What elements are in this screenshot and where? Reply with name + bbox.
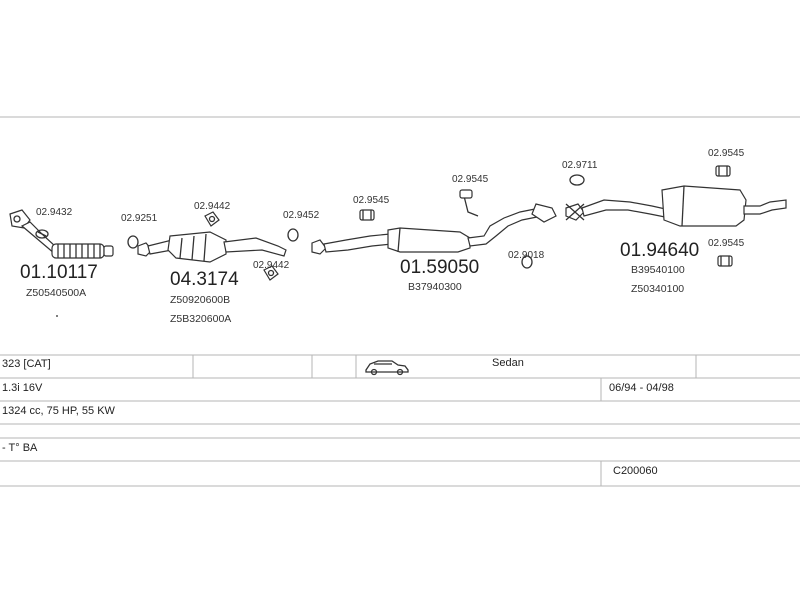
stray-dot [56,315,58,317]
front-pipe[interactable] [9,209,114,259]
mount-3-number: 02.9545 [708,148,745,159]
catalyst-number: 04.3174 [170,269,239,290]
catalyst-oe-1: Z50920600B [170,294,230,306]
vehicle-model: 323 [CAT] [2,358,51,370]
front-pipe-oe: Z50540500A [26,287,86,299]
mount-1[interactable] [359,209,375,221]
mount-4-number: 02.9545 [708,238,745,249]
mount-2[interactable] [459,189,479,217]
gasket-2[interactable] [287,228,299,242]
rear-silencer-oe-1: B39540100 [631,264,685,276]
vehicle-engine: 1.3i 16V [2,382,43,394]
gasket-1[interactable] [127,235,139,249]
vehicle-table-grid [0,354,800,487]
centre-silencer[interactable] [311,203,557,255]
centre-silencer-number: 01.59050 [400,257,479,278]
front-clamp[interactable] [35,229,49,239]
gasket-4-number: 02.9711 [562,160,598,171]
gasket-3[interactable] [521,255,533,269]
rear-silencer[interactable] [565,185,787,227]
vehicle-specs: 1324 cc, 75 HP, 55 KW [2,405,115,417]
mount-3[interactable] [715,165,731,177]
gasket-2-number: 02.9452 [283,210,320,221]
vehicle-code: C200060 [613,465,658,477]
bracket-2-number: 02.9442 [253,260,290,271]
catalyst[interactable] [137,231,287,263]
gasket-1-number: 02.9251 [121,213,158,224]
vehicle-body: Sedan [492,357,524,369]
centre-silencer-oe: B37940300 [408,281,462,293]
bracket-1[interactable] [204,211,220,227]
gasket-4[interactable] [569,174,585,186]
bracket-2[interactable] [263,265,279,281]
front-clamp-number: 02.9432 [36,207,73,218]
vehicle-note: - T° BA [2,442,38,454]
mount-4[interactable] [717,255,733,267]
rear-silencer-number: 01.94640 [620,240,699,261]
rear-silencer-oe-2: Z50340100 [631,283,684,295]
mount-1-number: 02.9545 [353,195,390,206]
car-sedan-icon [365,360,409,376]
bracket-1-number: 02.9442 [194,201,231,212]
vehicle-period: 06/94 - 04/98 [609,382,674,394]
gasket-3-number: 02.9018 [508,250,545,261]
mount-2-number: 02.9545 [452,174,489,185]
front-pipe-number: 01.10117 [20,262,98,283]
catalyst-oe-2: Z5B320600A [170,313,231,325]
